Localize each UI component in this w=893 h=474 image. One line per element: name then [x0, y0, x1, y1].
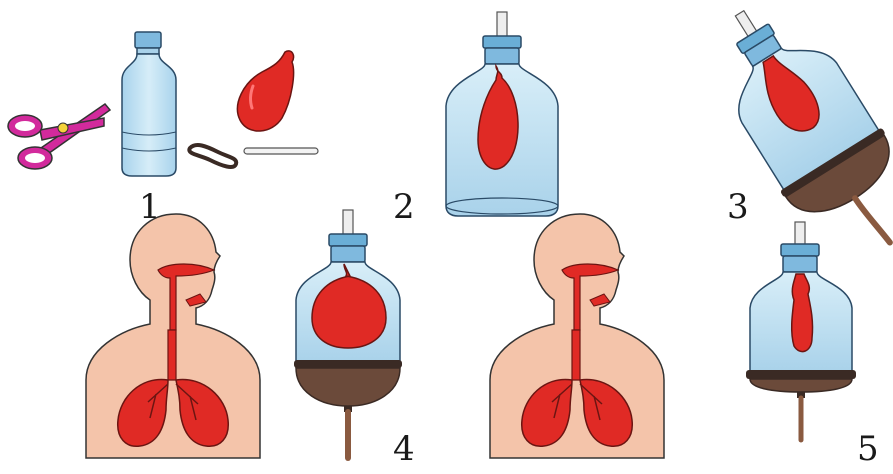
balloon-icon [237, 51, 293, 131]
bottle-balloon-icon [446, 12, 558, 216]
rubber-band-icon [189, 145, 236, 167]
plastic-bottle-icon [122, 32, 176, 176]
lung-model-inflated-icon [294, 210, 402, 458]
step-3-label: 3 [727, 190, 749, 224]
step-5-label: 5 [857, 432, 879, 466]
bottle-membrane-icon [689, 0, 893, 277]
human-respiratory-exhale-icon [490, 214, 664, 458]
human-respiratory-inhale-icon [86, 214, 260, 458]
step-2-label: 2 [393, 190, 415, 224]
lung-model-deflated-icon [746, 222, 856, 440]
step-1-label: 1 [139, 190, 161, 224]
scissors-icon [8, 104, 110, 169]
step-4-label: 4 [393, 432, 415, 466]
straw-icon [244, 148, 318, 154]
